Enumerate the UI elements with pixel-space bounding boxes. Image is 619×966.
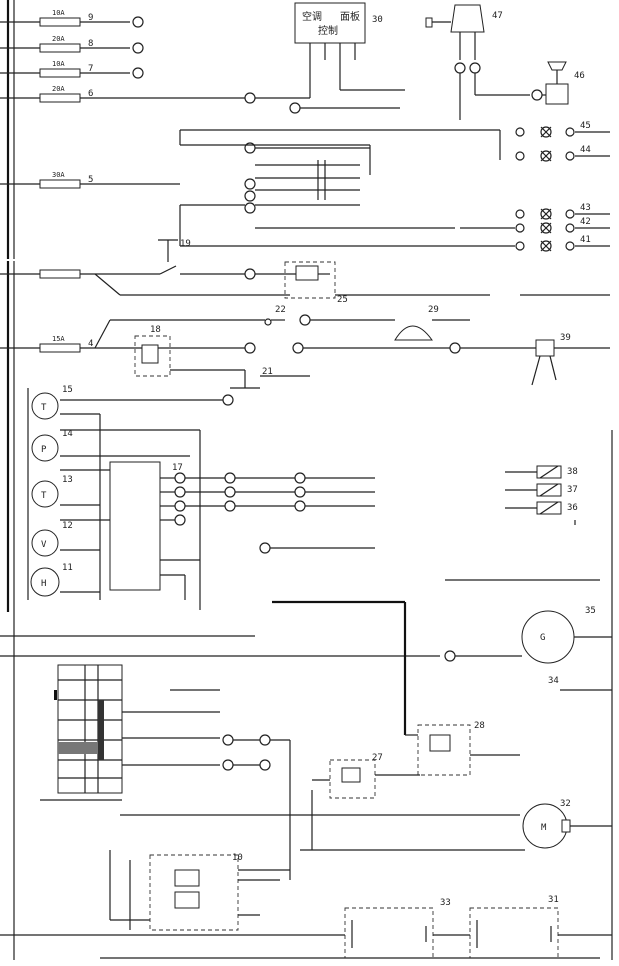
svg-text:43: 43 xyxy=(580,203,591,213)
svg-text:12: 12 xyxy=(62,521,73,531)
svg-text:G: G xyxy=(540,633,545,643)
svg-text:47: 47 xyxy=(492,11,503,21)
svg-text:20A: 20A xyxy=(52,35,65,43)
svg-text:15: 15 xyxy=(62,385,73,395)
svg-text:空调: 空调 xyxy=(302,10,322,23)
svg-text:14: 14 xyxy=(62,429,73,439)
svg-text:T: T xyxy=(41,403,47,413)
fuse-5: 30A 5 xyxy=(39,171,180,189)
device-46: 46 xyxy=(531,61,585,105)
fuse-7: 10A 7 xyxy=(39,60,130,78)
relay-36-38: 38 37 36 xyxy=(505,465,578,525)
connectors-mid xyxy=(222,734,291,880)
svg-text:19: 19 xyxy=(180,239,191,249)
svg-text:30: 30 xyxy=(372,15,383,25)
svg-text:28: 28 xyxy=(474,721,485,731)
svg-text:4: 4 xyxy=(88,339,93,349)
svg-text:32: 32 xyxy=(560,799,571,809)
svg-text:T: T xyxy=(41,491,47,501)
svg-text:13: 13 xyxy=(62,475,73,485)
svg-text:15A: 15A xyxy=(52,335,65,343)
fuse-9: 10A 9 xyxy=(39,9,130,27)
svg-text:38: 38 xyxy=(567,467,578,477)
svg-text:18: 18 xyxy=(150,325,161,335)
svg-text:45: 45 xyxy=(580,121,591,131)
svg-text:42: 42 xyxy=(580,217,591,227)
relay-bank xyxy=(179,142,455,246)
fuse-4: 15A 4 xyxy=(39,335,245,353)
svg-text:9: 9 xyxy=(88,13,93,23)
svg-text:V: V xyxy=(41,540,47,550)
battery-33: 33 xyxy=(344,898,451,959)
motor-32: M 32 xyxy=(300,799,612,851)
gauge-12: V 12 xyxy=(31,521,73,557)
connector xyxy=(259,542,271,554)
svg-text:27: 27 xyxy=(372,753,383,763)
svg-text:H: H xyxy=(41,579,46,589)
svg-text:30A: 30A xyxy=(52,171,65,179)
gauge-13: T 13 xyxy=(31,475,73,508)
svg-text:7: 7 xyxy=(88,64,93,74)
svg-text:35: 35 xyxy=(585,606,596,616)
svg-text:10A: 10A xyxy=(52,60,65,68)
fuse-unlabeled xyxy=(39,269,81,279)
svg-text:10A: 10A xyxy=(52,9,65,17)
svg-text:P: P xyxy=(41,445,47,455)
switch-22-row: 22 29 xyxy=(94,305,470,349)
svg-text:22: 22 xyxy=(275,305,286,315)
fuse-box xyxy=(54,664,220,794)
switch-19-row: 19 25 xyxy=(94,239,610,305)
svg-text:29: 29 xyxy=(428,305,439,315)
svg-text:8: 8 xyxy=(88,39,93,49)
svg-text:10: 10 xyxy=(232,853,243,863)
svg-text:11: 11 xyxy=(62,563,73,573)
svg-text:39: 39 xyxy=(560,333,571,343)
indicator-block-17: 17 xyxy=(109,461,375,600)
fuse-8: 20A 8 xyxy=(39,35,130,53)
svg-text:44: 44 xyxy=(580,145,591,155)
svg-text:面板: 面板 xyxy=(340,10,360,23)
gauge-11: H 11 xyxy=(30,563,73,597)
svg-text:41: 41 xyxy=(580,235,591,245)
ac-control-panel: 空调 控制 面板 30 xyxy=(294,2,405,98)
svg-text:33: 33 xyxy=(440,898,451,908)
sensor-35: G 35 34 xyxy=(444,579,612,691)
svg-text:6: 6 xyxy=(88,89,93,99)
svg-text:17: 17 xyxy=(172,463,183,473)
svg-text:5: 5 xyxy=(88,175,93,185)
gauge-cluster: T 15 P 14 T 13 V 12 H 11 xyxy=(27,385,234,610)
compressor-clutch-47: 47 xyxy=(425,4,530,120)
gauge-15: T 15 xyxy=(31,385,73,420)
svg-text:36: 36 xyxy=(567,503,578,513)
relay-28: 28 xyxy=(405,721,520,776)
svg-text:控制: 控制 xyxy=(318,24,338,37)
svg-text:31: 31 xyxy=(548,895,559,905)
svg-text:34: 34 xyxy=(548,676,559,686)
svg-text:21: 21 xyxy=(262,367,273,377)
control-box-33: 10 xyxy=(109,850,290,931)
gauge-14: P 14 xyxy=(31,429,73,462)
lamp-group: 45 44 43 42 41 xyxy=(179,121,610,252)
relay-27: 27 xyxy=(120,753,520,850)
battery-31: 31 xyxy=(469,895,559,959)
svg-text:46: 46 xyxy=(574,71,585,81)
svg-text:37: 37 xyxy=(567,485,578,495)
connectors-top xyxy=(132,16,400,114)
fuse-6: 20A 6 xyxy=(39,85,245,103)
left-bus xyxy=(0,0,40,612)
svg-text:20A: 20A xyxy=(52,85,65,93)
svg-text:M: M xyxy=(541,823,547,833)
svg-text:25: 25 xyxy=(337,295,348,305)
relay-18-row: 18 39 21 xyxy=(134,325,610,389)
